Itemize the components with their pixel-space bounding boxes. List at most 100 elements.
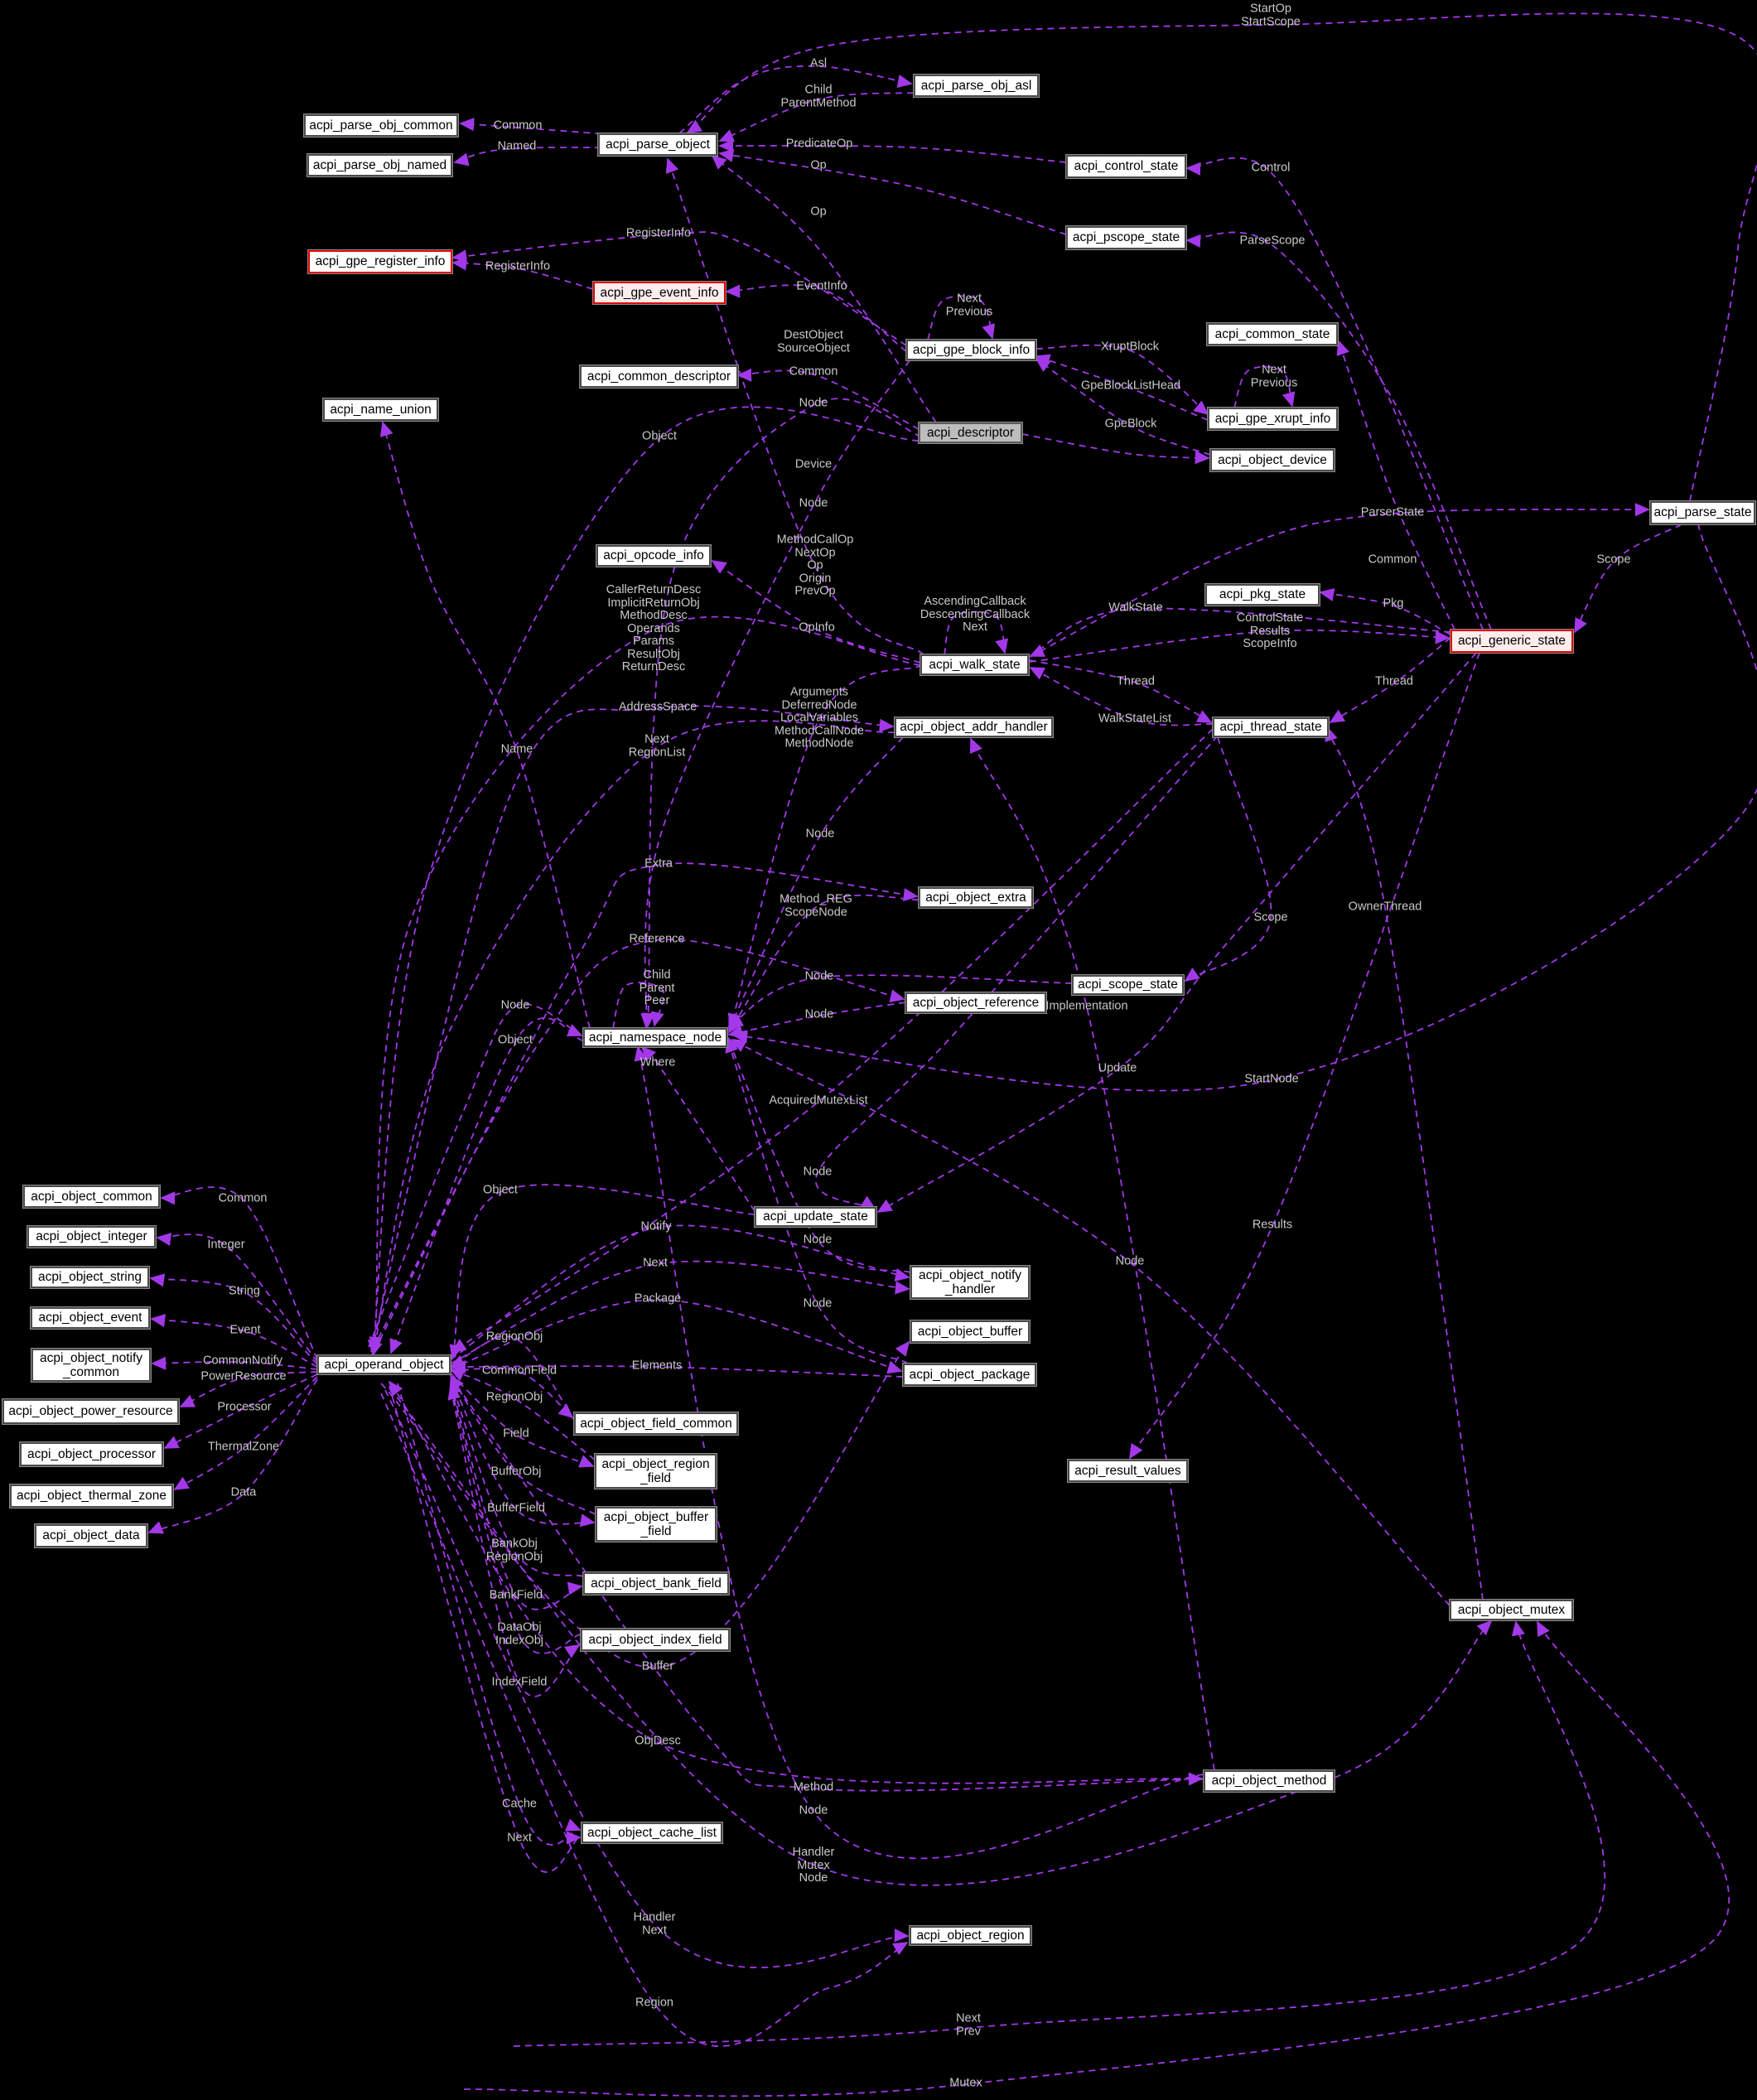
node-acpi_object_notify_handler[interactable]: acpi_object_notify _handler <box>910 1266 1030 1299</box>
relation-edge <box>451 231 907 346</box>
relation-edge <box>927 295 996 340</box>
node-acpi_descriptor[interactable]: acpi_descriptor <box>919 422 1022 443</box>
relation-edge <box>1185 157 1484 630</box>
node-acpi_object_power_resource[interactable]: acpi_object_power_resource <box>2 1399 179 1424</box>
node-acpi_object_notify_common[interactable]: acpi_object_notify _common <box>31 1349 151 1382</box>
node-acpi_object_data[interactable]: acpi_object_data <box>35 1524 147 1547</box>
node-acpi_object_thermal_zone[interactable]: acpi_object_thermal_zone <box>10 1484 173 1508</box>
relation-edge <box>149 1273 318 1365</box>
relation-edge <box>384 1389 910 1969</box>
node-acpi_opcode_info[interactable]: acpi_opcode_info <box>596 545 711 567</box>
node-acpi_name_union[interactable]: acpi_name_union <box>323 398 438 421</box>
relation-edge <box>379 421 591 1029</box>
node-acpi_object_bank_field[interactable]: acpi_object_bank_field <box>583 1572 729 1595</box>
relation-edge <box>368 1003 583 1348</box>
node-acpi_gpe_event_info[interactable]: acpi_gpe_event_info <box>593 282 726 304</box>
node-acpi_object_common[interactable]: acpi_object_common <box>23 1185 160 1208</box>
relation-edge <box>449 1369 596 1460</box>
node-acpi_gpe_xrupt_info[interactable]: acpi_gpe_xrupt_info <box>1208 408 1338 430</box>
relation-edge <box>612 982 665 1029</box>
node-acpi_object_buffer_field[interactable]: acpi_object_buffer _field <box>596 1507 717 1542</box>
relation-edge <box>449 1374 596 1515</box>
relation-edge <box>450 1224 910 1360</box>
relation-edge <box>1185 231 1492 630</box>
relation-edge <box>447 1384 582 1654</box>
node-acpi_object_buffer[interactable]: acpi_object_buffer <box>910 1320 1030 1343</box>
relation-edge <box>450 1367 574 1419</box>
node-acpi_update_state[interactable]: acpi_update_state <box>755 1207 876 1227</box>
relation-edge <box>372 939 905 1349</box>
relation-edge <box>151 1356 318 1370</box>
relation-edge <box>1035 344 1209 416</box>
node-acpi_operand_object[interactable]: acpi_operand_object <box>317 1355 451 1374</box>
node-acpi_common_state[interactable]: acpi_common_state <box>1207 323 1338 345</box>
relation-edge <box>450 1260 910 1364</box>
relation-edge <box>451 728 1214 1354</box>
relation-edge <box>1029 659 1213 723</box>
relation-edge <box>1574 524 1682 634</box>
node-acpi_object_index_field[interactable]: acpi_object_index_field <box>581 1629 730 1651</box>
node-acpi_parse_state[interactable]: acpi_parse_state <box>1650 501 1755 524</box>
node-acpi_object_reference[interactable]: acpi_object_reference <box>905 992 1046 1013</box>
node-acpi_parse_object[interactable]: acpi_parse_object <box>598 133 717 156</box>
node-acpi_object_processor[interactable]: acpi_object_processor <box>20 1442 163 1466</box>
relation-edge <box>718 139 1067 163</box>
relation-edge <box>160 1186 318 1360</box>
relation-edge <box>450 1378 596 1528</box>
relation-edge <box>727 894 920 1034</box>
relation-edge <box>634 1045 1204 1860</box>
relation-edge <box>1035 354 1209 421</box>
node-acpi_object_region_field[interactable]: acpi_object_region _field <box>595 1454 717 1489</box>
node-acpi_common_descriptor[interactable]: acpi_common_descriptor <box>580 365 738 388</box>
node-acpi_object_event[interactable]: acpi_object_event <box>31 1307 150 1329</box>
relation-edge <box>449 1335 575 1421</box>
relation-edge <box>727 664 923 1029</box>
node-acpi_object_package[interactable]: acpi_object_package <box>903 1364 1036 1386</box>
node-acpi_thread_state[interactable]: acpi_thread_state <box>1213 717 1329 737</box>
node-acpi_object_mutex[interactable]: acpi_object_mutex <box>1450 1600 1573 1620</box>
node-acpi_gpe_register_info[interactable]: acpi_gpe_register_info <box>308 250 452 273</box>
relation-edge <box>1336 340 1455 630</box>
node-acpi_object_cache_list[interactable]: acpi_object_cache_list <box>582 1822 722 1843</box>
relation-edge <box>369 616 921 1352</box>
node-acpi_object_integer[interactable]: acpi_object_integer <box>27 1226 156 1248</box>
node-acpi_parse_obj_asl[interactable]: acpi_parse_obj_asl <box>914 75 1039 97</box>
node-acpi_pkg_state[interactable]: acpi_pkg_state <box>1205 584 1320 606</box>
relation-edge <box>640 1045 755 1212</box>
node-acpi_object_addr_handler[interactable]: acpi_object_addr_handler <box>895 717 1053 737</box>
node-acpi_walk_state[interactable]: acpi_walk_state <box>920 654 1029 675</box>
relation-edge <box>725 284 907 352</box>
node-acpi_result_values[interactable]: acpi_result_values <box>1068 1460 1188 1482</box>
node-acpi_gpe_block_info[interactable]: acpi_gpe_block_info <box>906 340 1036 360</box>
relation-edge <box>389 1017 584 1354</box>
relation-edge <box>449 1379 584 1577</box>
node-acpi_object_extra[interactable]: acpi_object_extra <box>919 887 1033 908</box>
relation-edge <box>374 862 919 1351</box>
node-acpi_generic_state[interactable]: acpi_generic_state <box>1450 630 1573 653</box>
relation-edge <box>640 360 910 1029</box>
relation-edge <box>1029 503 1650 658</box>
node-acpi_object_region[interactable]: acpi_object_region <box>910 1926 1031 1945</box>
relation-edge <box>451 257 594 290</box>
node-acpi_namespace_node[interactable]: acpi_namespace_node <box>583 1028 727 1047</box>
relation-edge <box>1029 667 1214 727</box>
relation-edge <box>150 1314 318 1368</box>
node-acpi_object_method[interactable]: acpi_object_method <box>1204 1770 1335 1792</box>
node-acpi_parse_obj_common[interactable]: acpi_parse_obj_common <box>304 114 458 137</box>
node-acpi_scope_state[interactable]: acpi_scope_state <box>1072 975 1184 995</box>
relation-edge <box>450 1383 583 1610</box>
node-acpi_object_string[interactable]: acpi_object_string <box>31 1267 149 1288</box>
node-acpi_control_state[interactable]: acpi_control_state <box>1066 155 1186 178</box>
node-acpi_pscope_state[interactable]: acpi_pscope_state <box>1066 226 1186 249</box>
relation-edge <box>179 1371 318 1407</box>
relation-edge <box>1325 726 1484 1600</box>
relation-edge <box>449 1184 755 1360</box>
relation-edge <box>727 1002 906 1039</box>
node-acpi_object_field_common[interactable]: acpi_object_field_common <box>574 1412 738 1435</box>
node-acpi_object_device[interactable]: acpi_object_device <box>1210 449 1335 471</box>
node-acpi_parse_obj_named[interactable]: acpi_parse_obj_named <box>307 154 452 176</box>
relation-edge <box>665 157 924 655</box>
relation-edge <box>1233 365 1296 408</box>
